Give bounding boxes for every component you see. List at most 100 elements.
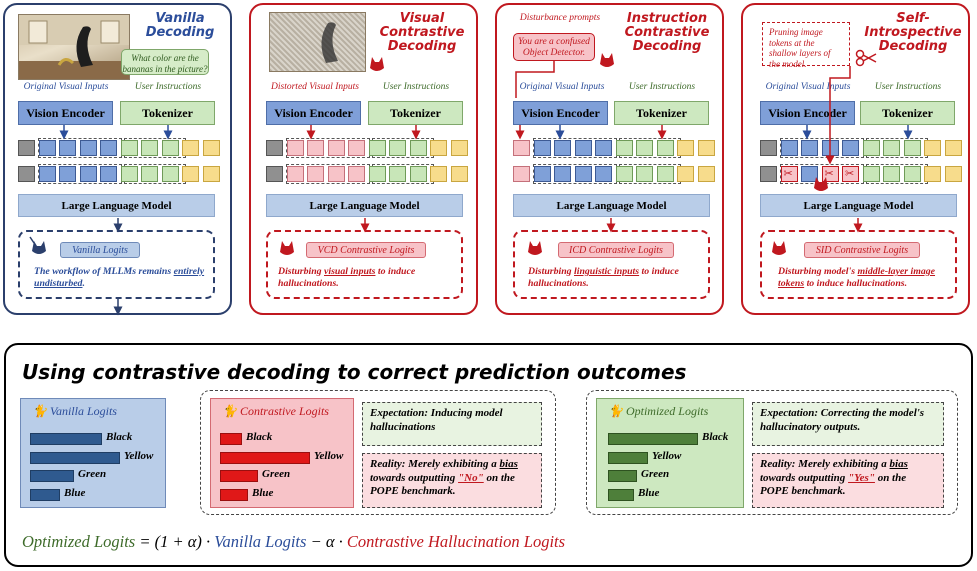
vcd-panel — [249, 3, 478, 315]
logit-bar-yellow — [220, 451, 310, 464]
token-square — [100, 166, 117, 182]
token-square — [615, 166, 633, 182]
logit-label-green: Green — [641, 468, 670, 480]
vanilla-description: The workflow of MLLMs remains entirely u… — [34, 266, 205, 289]
tokenizer-block: Tokenizer — [614, 101, 709, 125]
cat-image — [18, 14, 130, 80]
devil-cat-icon — [528, 241, 542, 255]
token-square — [79, 166, 97, 182]
token-square — [59, 140, 76, 156]
logit-bar-yellow — [608, 451, 648, 464]
logit-bar-blue — [608, 488, 634, 501]
token-square — [636, 140, 653, 156]
logit-bar-green — [220, 470, 258, 482]
token-square — [389, 166, 406, 182]
token-square — [120, 166, 138, 182]
token-square — [266, 166, 283, 182]
logit-label-yellow: Yellow — [124, 449, 154, 462]
token-square — [368, 140, 386, 156]
tokenizer-block: Tokenizer — [860, 101, 955, 125]
token-square — [944, 140, 962, 156]
token-square — [307, 140, 324, 156]
token-square — [409, 166, 427, 182]
token-square — [656, 166, 674, 182]
token-square — [677, 140, 694, 156]
token-square — [182, 166, 199, 182]
logit-bar-black — [608, 433, 698, 445]
distorted-cat-image — [269, 12, 366, 72]
token-square — [554, 140, 571, 156]
token-square — [924, 140, 941, 156]
llm-block: Large Language Model — [760, 194, 957, 217]
token-square — [554, 166, 571, 182]
token-square — [801, 166, 818, 182]
devil-cat-icon — [814, 177, 828, 191]
token-square — [862, 140, 880, 156]
token-square — [944, 166, 962, 182]
token-square — [348, 140, 365, 156]
token-square — [760, 140, 777, 156]
optimization-formula: Optimized Logits = (1 + α) · Vanilla Log… — [22, 532, 566, 551]
cat-mascot-icon: 🐈 — [608, 404, 623, 418]
token-square — [266, 140, 283, 156]
noisy-banana-illustration — [321, 22, 338, 63]
token-square — [450, 140, 468, 156]
token-square — [348, 166, 365, 182]
token-square — [615, 140, 633, 156]
token-square — [389, 140, 406, 156]
token-square — [780, 140, 798, 156]
sid-logits-label: SID Contrastive Logits — [804, 242, 920, 258]
token-square — [636, 166, 653, 182]
cat-mascot-icon — [29, 236, 46, 254]
token-square — [100, 140, 117, 156]
user-question-bubble: What color are the bananas in the pictur… — [121, 49, 209, 75]
scissors-icon — [855, 49, 877, 67]
token-square — [862, 166, 880, 182]
logit-bar-blue — [220, 488, 248, 501]
vision-encoder-block: Vision Encoder — [266, 101, 361, 125]
user-instructions-label: User Instructions — [628, 82, 696, 92]
token-square — [182, 140, 199, 156]
logit-label-yellow: Yellow — [652, 449, 682, 462]
token-square — [430, 166, 447, 182]
sid-panel — [741, 3, 970, 315]
logit-label-black: Black — [246, 431, 273, 443]
pruned-token-square: ✂ — [780, 166, 798, 182]
token-square — [533, 166, 551, 182]
logit-label-black: Black — [106, 431, 133, 443]
token-square — [903, 166, 921, 182]
disturbance-prompts-label: Disturbance prompts — [519, 13, 601, 23]
token-square — [842, 140, 859, 156]
logit-label-blue: Blue — [64, 486, 86, 499]
llm-block: Large Language Model — [18, 194, 215, 217]
token-square — [903, 140, 921, 156]
logit-label-blue: Blue — [252, 486, 274, 499]
token-square — [59, 166, 76, 182]
token-square — [409, 140, 427, 156]
contrastive-group-frame — [200, 390, 556, 515]
original-visual-inputs-label: Original Visual Inputs — [765, 82, 851, 92]
token-square — [141, 166, 158, 182]
vcd-description: Disturbing visual inputs to induce hallu… — [278, 266, 416, 289]
scissors-icon: ✂ — [824, 168, 834, 180]
distorted-visual-inputs-label: Distorted Visual Inputs — [271, 82, 359, 92]
logit-label-yellow: Yellow — [314, 449, 344, 462]
token-square — [120, 140, 138, 156]
contrastive-logits-title: 🐈 Contrastive Logits — [222, 404, 329, 418]
vision-encoder-block: Vision Encoder — [513, 101, 608, 125]
logit-bar-green — [30, 470, 74, 482]
llm-block: Large Language Model — [266, 194, 463, 217]
devil-cat-icon: 🐈 — [222, 404, 237, 418]
logit-bar-black — [220, 433, 242, 445]
optimized-logits-title: 🐈 Optimized Logits — [608, 404, 709, 418]
token-square — [18, 166, 35, 182]
token-square — [161, 140, 179, 156]
expectation-note-2: Expectation: Correcting the model's hall… — [752, 402, 944, 446]
scissors-icon: ✂ — [845, 168, 855, 180]
token-square — [38, 140, 56, 156]
original-visual-inputs-label: Original Visual Inputs — [23, 82, 109, 92]
token-square — [202, 166, 220, 182]
llm-block: Large Language Model — [513, 194, 710, 217]
token-square — [697, 166, 715, 182]
tokenizer-block: Tokenizer — [120, 101, 215, 125]
